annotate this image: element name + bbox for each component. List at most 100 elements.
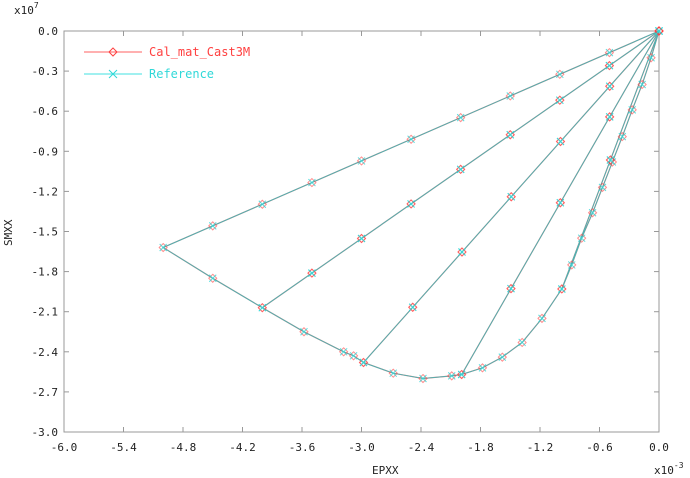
data-point-reference [357, 234, 366, 243]
x-tick-label: -3.6 [289, 441, 316, 454]
data-point-cal-mat-cast3m [338, 347, 349, 357]
data-point-reference [507, 192, 516, 201]
legend-x-icon [108, 69, 118, 79]
data-point-reference [606, 156, 615, 164]
data-point-reference [557, 285, 566, 293]
x-axis-label: EPXX [372, 464, 399, 477]
data-point-cal-mat-cast3m [348, 351, 359, 361]
data-point-reference [605, 48, 614, 57]
data-point-reference [605, 113, 614, 121]
y-tick-label: -1.2 [32, 185, 59, 198]
data-point-reference [628, 106, 637, 114]
y-tick-label: -3.0 [32, 426, 59, 439]
x-tick-label: -4.8 [170, 441, 197, 454]
data-point-reference [638, 80, 646, 89]
data-point-reference [408, 303, 417, 312]
data-point-cal-mat-cast3m [257, 199, 268, 209]
data-point-reference [598, 183, 607, 192]
data-point-reference [308, 269, 316, 277]
data-point-cal-mat-cast3m [617, 131, 628, 142]
legend-label-cal: Cal_mat_Cast3M [149, 45, 250, 59]
series-line-reference [162, 30, 660, 380]
data-point-reference [447, 372, 456, 380]
data-point-cal-mat-cast3m [637, 79, 647, 90]
data-point-cal-mat-cast3m [455, 112, 466, 123]
data-point-reference [655, 27, 663, 35]
data-point-reference [555, 70, 564, 79]
data-point-reference [605, 61, 614, 70]
data-point-cal-mat-cast3m [477, 363, 488, 373]
y-tick-label: -0.9 [32, 145, 59, 158]
data-point-cal-mat-cast3m [555, 95, 565, 105]
x-tick-label: -5.4 [110, 441, 137, 454]
data-point-reference [300, 327, 308, 336]
x-tick-label: -1.2 [527, 441, 554, 454]
data-point-cal-mat-cast3m [506, 283, 516, 294]
data-point-reference [507, 284, 515, 293]
data-point-reference [538, 314, 546, 323]
x-tick-label: -3.0 [348, 441, 375, 454]
data-point-cal-mat-cast3m [158, 242, 168, 253]
data-point-cal-mat-cast3m [307, 177, 317, 188]
data-point-cal-mat-cast3m [555, 136, 566, 147]
series-markers [158, 26, 664, 384]
data-point-cal-mat-cast3m [597, 182, 608, 193]
data-point-reference [456, 165, 465, 174]
data-point-reference [567, 261, 576, 269]
data-point-reference [208, 222, 217, 230]
data-point-reference [349, 351, 358, 360]
data-point-reference [556, 137, 565, 146]
data-point-cal-mat-cast3m [605, 81, 615, 91]
data-point-reference [556, 198, 565, 207]
data-point-cal-mat-cast3m [208, 273, 218, 283]
data-point-cal-mat-cast3m [555, 69, 565, 80]
data-point-reference [506, 92, 515, 100]
legend: Cal_mat_Cast3M Reference [84, 45, 250, 81]
data-point-reference [456, 113, 465, 122]
plot-frame [63, 30, 660, 433]
y-tick-label: 0.0 [38, 25, 58, 38]
y-multiplier: x107 [14, 1, 39, 17]
data-point-cal-mat-cast3m [506, 192, 516, 202]
x-tick-label: -6.0 [51, 441, 78, 454]
data-point-reference [506, 130, 515, 139]
x-tick-label: -2.4 [408, 441, 435, 454]
data-point-cal-mat-cast3m [537, 313, 547, 324]
data-point-cal-mat-cast3m [517, 337, 527, 348]
data-point-reference [478, 363, 487, 372]
y-tick-label: -2.4 [32, 346, 59, 359]
data-point-cal-mat-cast3m [555, 198, 566, 208]
data-point-reference [647, 53, 655, 62]
data-point-cal-mat-cast3m [567, 260, 577, 270]
data-point-cal-mat-cast3m [505, 130, 515, 140]
data-point-cal-mat-cast3m [505, 91, 515, 101]
data-point-cal-mat-cast3m [418, 373, 428, 384]
y-tick-label: -2.1 [32, 306, 59, 319]
data-point-reference [605, 82, 614, 91]
data-point-reference [258, 303, 267, 312]
y-axis-label: SMXX [2, 219, 15, 246]
legend-label-ref: Reference [149, 67, 214, 81]
data-point-reference [308, 178, 316, 187]
data-point-cal-mat-cast3m [307, 268, 317, 278]
y-tick-label: -1.5 [32, 226, 59, 239]
data-point-cal-mat-cast3m [587, 208, 598, 218]
x-tick-label: -1.8 [467, 441, 494, 454]
data-point-cal-mat-cast3m [604, 47, 615, 58]
data-point-cal-mat-cast3m [406, 134, 416, 144]
data-point-reference [359, 358, 368, 367]
data-point-cal-mat-cast3m [356, 156, 367, 166]
data-point-reference [159, 243, 168, 252]
y-tick-label: -2.7 [32, 386, 59, 399]
data-point-reference [555, 96, 564, 105]
y-tick-label: -0.3 [32, 65, 59, 78]
data-point-cal-mat-cast3m [447, 371, 457, 381]
data-point-cal-mat-cast3m [356, 233, 367, 244]
axes: -6.0-5.4-4.8-4.2-3.6-3.0-2.4-1.8-1.2-0.6… [32, 25, 669, 454]
data-point-cal-mat-cast3m [456, 369, 467, 380]
data-point-reference [389, 369, 398, 378]
data-point-reference [407, 200, 415, 208]
data-point-reference [258, 200, 267, 209]
x-tick-label: 0.0 [649, 441, 669, 454]
